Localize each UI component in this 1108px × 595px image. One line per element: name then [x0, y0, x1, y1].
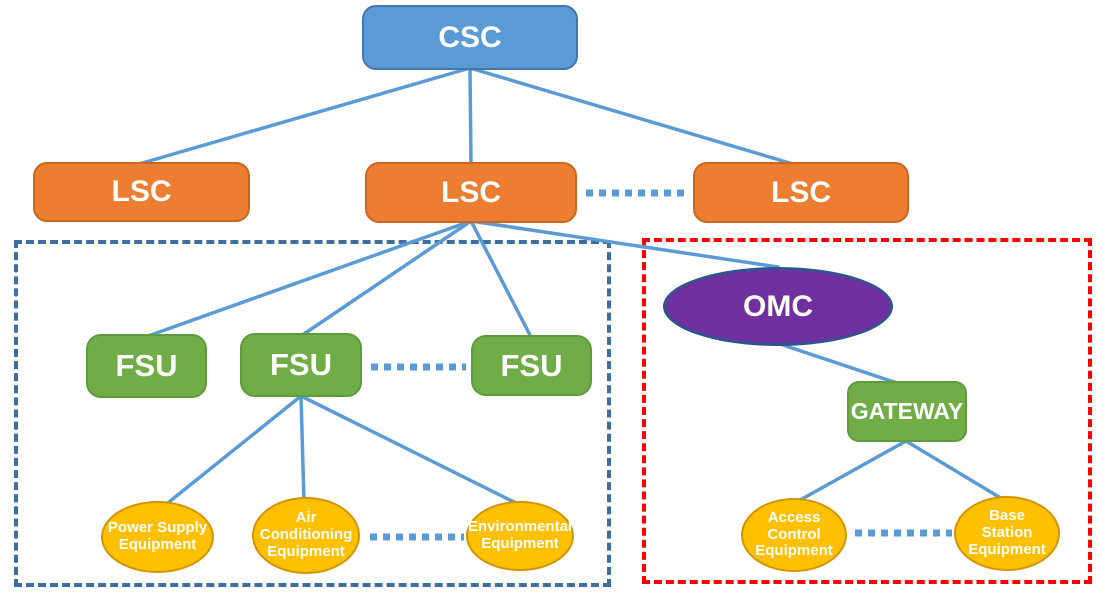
connector-gateway-base-station — [904, 439, 1006, 502]
node-environmental-equipment-label: Environmental Equipment — [467, 518, 573, 552]
connector-fsu-environmental — [299, 394, 520, 506]
node-gateway: GATEWAY — [847, 381, 967, 442]
node-base-station-equipment-label: Base Station Equipment — [968, 507, 1046, 558]
connector-csc-lsc-left — [137, 66, 472, 166]
node-lsc-middle: LSC — [365, 162, 577, 223]
node-lsc-right-label: LSC — [771, 175, 831, 209]
connector-gateway-access-control — [791, 439, 908, 506]
connector-fsu-power-supply — [162, 394, 303, 508]
node-fsu-left-label: FSU — [115, 348, 178, 383]
connector-fsu-air-conditioning — [299, 394, 306, 504]
connector-lsc-fsu-left — [146, 219, 473, 338]
node-csc-label: CSC — [438, 20, 502, 54]
connector-omc-gateway — [778, 342, 902, 386]
node-fsu-middle: FSU — [240, 333, 362, 397]
connector-lsc-fsu-right — [469, 219, 533, 339]
node-fsu-right-label: FSU — [500, 347, 563, 383]
node-power-supply-equipment: Power Supply Equipment — [101, 501, 214, 573]
node-environmental-equipment: Environmental Equipment — [466, 501, 574, 571]
fsu-monitoring-group-frame — [14, 240, 611, 587]
node-omc-label: OMC — [743, 289, 813, 323]
node-fsu-left: FSU — [86, 334, 207, 398]
node-gateway-label: GATEWAY — [850, 398, 964, 424]
node-fsu-right: FSU — [471, 335, 592, 396]
node-air-conditioning-equipment: Air Conditioning Equipment — [252, 497, 360, 574]
node-access-control-equipment-label: Access Control Equipment — [755, 508, 833, 560]
node-lsc-middle-label: LSC — [441, 175, 501, 209]
node-lsc-left-label: LSC — [111, 175, 172, 208]
node-air-conditioning-equipment-label: Air Conditioning Equipment — [259, 509, 353, 560]
connector-lsc-omc — [469, 219, 780, 269]
node-csc: CSC — [362, 5, 578, 70]
node-base-station-equipment: Base Station Equipment — [954, 496, 1060, 571]
connector-lsc-fsu-middle — [299, 219, 473, 338]
node-access-control-equipment: Access Control Equipment — [741, 498, 847, 572]
node-lsc-left: LSC — [33, 162, 250, 222]
connector-csc-lsc-right — [468, 66, 795, 166]
node-lsc-right: LSC — [693, 162, 909, 223]
connector-csc-lsc-middle — [468, 66, 473, 166]
node-omc: OMC — [663, 267, 893, 346]
node-fsu-middle-label: FSU — [270, 347, 332, 382]
node-power-supply-equipment-label: Power Supply Equipment — [107, 519, 208, 553]
omc-gateway-group-frame — [642, 238, 1092, 584]
